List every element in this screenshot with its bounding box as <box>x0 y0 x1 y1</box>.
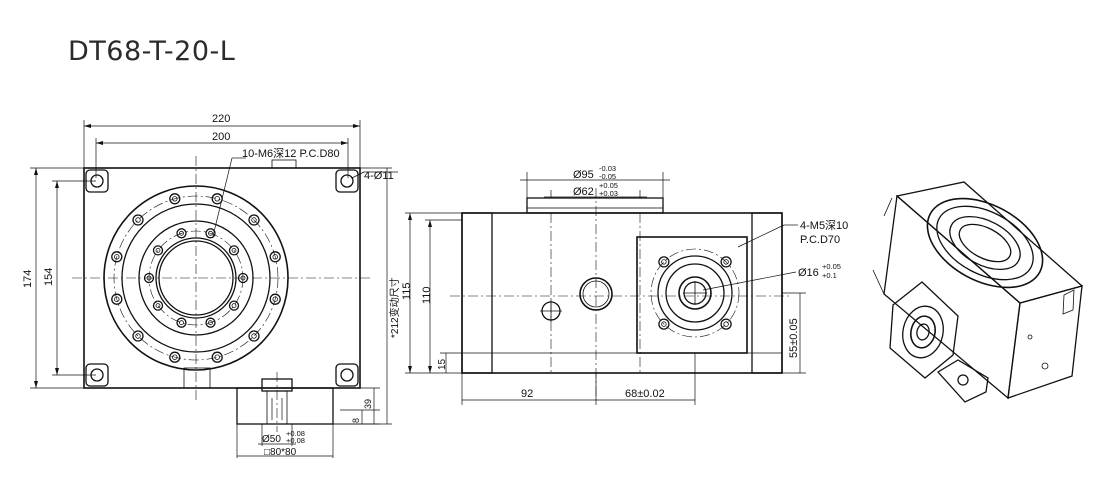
dim-top-tol-lower: -0.05 <box>599 172 616 181</box>
outer-bolt-hole-inner <box>135 333 141 339</box>
outer-bolt-hole <box>111 293 123 305</box>
dim-220: 220 <box>212 113 230 125</box>
outer-bolt-hole <box>248 214 260 226</box>
isometric-view <box>872 181 1084 403</box>
outer-bolt-hole-inner <box>272 296 278 302</box>
flange-bolt-hole <box>720 256 732 268</box>
dim-side-15: 15 <box>437 358 448 370</box>
flange-bolt-hole-inner <box>723 321 729 327</box>
inner-bolt-hole <box>152 245 164 256</box>
inner-bolt-hole-inner <box>208 230 213 236</box>
outer-bolt-hole <box>132 214 144 226</box>
note-variable: *212变动尺寸 <box>388 277 401 338</box>
dim-top-tol-upper: -0.03 <box>599 164 616 173</box>
dim-39: 39 <box>363 399 373 409</box>
outer-bolt-hole-inner <box>172 354 178 360</box>
flange-bolt-hole <box>720 318 732 330</box>
inner-bolt-hole <box>237 272 249 284</box>
inner-bolt-hole-inner <box>155 303 161 309</box>
inner-bolt-hole <box>152 300 164 311</box>
outer-bolt-hole <box>269 293 281 305</box>
inner-bolt-hole <box>228 245 240 256</box>
dim-mid-tol-lower: +0.03 <box>599 189 618 198</box>
inner-bolt-hole <box>176 317 187 328</box>
inner-bolt-hole-inner <box>231 303 237 309</box>
flange-bolt-hole-inner <box>661 321 667 327</box>
outer-bolt-hole-inner <box>114 296 120 302</box>
outer-bolt-hole-inner <box>135 217 141 223</box>
outer-bolt-hole <box>211 351 223 363</box>
outer-bolt-hole <box>132 330 144 342</box>
inner-bolt-hole <box>228 300 240 311</box>
note-corner-holes: 4-Ø11 <box>364 170 394 182</box>
outer-bolt-hole-inner <box>172 196 178 202</box>
dim-bore-tol-lower: +0.1 <box>822 271 837 280</box>
outer-bolt-hole-inner <box>114 254 120 260</box>
dim-side-115: 115 <box>401 282 413 300</box>
outer-bolt-hole <box>169 351 181 363</box>
dim-8: 8 <box>351 418 361 423</box>
outer-bolt-hole-inner <box>272 254 278 260</box>
inner-bolt-hole-inner <box>179 320 184 326</box>
dim-174: 174 <box>22 270 34 288</box>
flange-bolt-hole-inner <box>723 259 729 265</box>
outer-bolt-hole <box>169 193 181 205</box>
dim-side-110: 110 <box>421 286 433 304</box>
note-front-holes: 10-M6深12 P.C.D80 <box>242 147 340 160</box>
note-side-pcd: P.C.D70 <box>800 234 840 246</box>
inner-bolt-hole <box>143 272 155 284</box>
outer-bolt-hole <box>269 251 281 263</box>
dim-pilot-tol-upper: +0.08 <box>286 429 305 438</box>
front-view: 220 200 174 154 <box>22 113 401 458</box>
outer-bolt-hole-inner <box>214 196 220 202</box>
dim-square: □80*80 <box>264 447 297 458</box>
dim-mid-tol-upper: +0.05 <box>599 181 618 190</box>
inner-bolt-hole-inner <box>240 275 246 281</box>
outer-bolt-hole <box>111 251 123 263</box>
outer-bolt-hole-inner <box>214 354 220 360</box>
inner-bolt-hole-inner <box>179 230 184 236</box>
dim-top-dia: Ø95 <box>573 169 594 181</box>
flange-bolt-hole <box>658 256 670 268</box>
dim-mid-dia: Ø62 <box>573 186 594 198</box>
outer-bolt-hole-inner <box>251 217 257 223</box>
model-title: DT68-T-20-L <box>68 36 236 67</box>
note-side-holes: 4-M5深10 <box>800 219 848 232</box>
dim-side-55: 55±0.05 <box>788 318 800 358</box>
inner-bolt-hole-inner <box>155 247 161 253</box>
side-view: Ø95 -0.03 -0.05 Ø62 +0.05 +0.03 <box>401 164 848 405</box>
inner-bolt-hole-inner <box>208 320 213 326</box>
inner-bolt-hole <box>176 228 187 239</box>
outer-bolt-hole <box>248 330 260 342</box>
dim-bore-tol-upper: +0.05 <box>822 262 841 271</box>
inner-bolt-hole-inner <box>231 247 237 253</box>
outer-bolt-hole <box>211 193 223 205</box>
inner-bolt-hole <box>205 317 216 328</box>
dim-200: 200 <box>212 131 230 143</box>
outer-bolt-hole-inner <box>251 333 257 339</box>
dim-pilot-dia: Ø50 <box>262 434 281 445</box>
dim-pilot-tol-lower: +0.08 <box>286 436 305 445</box>
flange-bolt-hole <box>658 318 670 330</box>
dim-side-92: 92 <box>521 388 533 400</box>
flange-bolt-hole-inner <box>661 259 667 265</box>
inner-bolt-hole <box>205 228 216 239</box>
dim-side-68: 68±0.02 <box>625 388 665 400</box>
inner-bolt-hole-inner <box>146 275 152 281</box>
dim-154: 154 <box>43 268 55 286</box>
dim-bore-dia: Ø16 <box>798 267 819 279</box>
